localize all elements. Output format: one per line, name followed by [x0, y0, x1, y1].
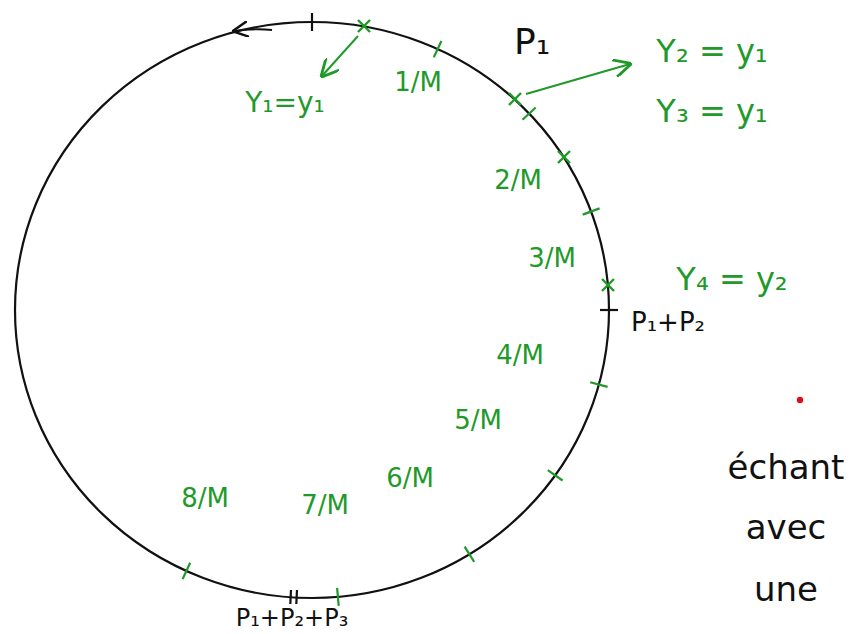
note-text: échant — [728, 449, 845, 486]
sample-label: Y₄ = y₂ — [676, 262, 787, 297]
fraction-label: 4/M — [496, 341, 544, 370]
direction-arrow — [234, 29, 272, 31]
black-ticks — [290, 13, 618, 604]
fraction-label: 1/M — [394, 68, 442, 97]
point-label: P₁+P₂+P₃ — [236, 605, 349, 631]
leader-arrow — [526, 64, 630, 94]
sample-label: Y₃ = y₁ — [656, 94, 767, 129]
fraction-label: 8/M — [181, 484, 229, 513]
leader-arrow — [322, 36, 358, 76]
point-label: P₁+P₂ — [631, 308, 705, 337]
sample-label: Y₁=y₁ — [245, 88, 325, 119]
fraction-label: 6/M — [386, 464, 434, 493]
point-label: P₁ — [514, 22, 550, 62]
sample-crosses — [358, 20, 614, 291]
note-text: une — [754, 571, 818, 608]
fraction-label: 5/M — [454, 406, 502, 435]
red-dot — [797, 397, 803, 403]
circle — [15, 22, 609, 598]
sample-label: Y₂ = y₁ — [656, 34, 767, 69]
fraction-label: 7/M — [301, 491, 349, 520]
green-ticks — [183, 41, 608, 606]
note-text: avec — [746, 509, 827, 546]
fraction-label: 2/M — [494, 166, 542, 195]
fraction-label: 3/M — [528, 244, 576, 273]
